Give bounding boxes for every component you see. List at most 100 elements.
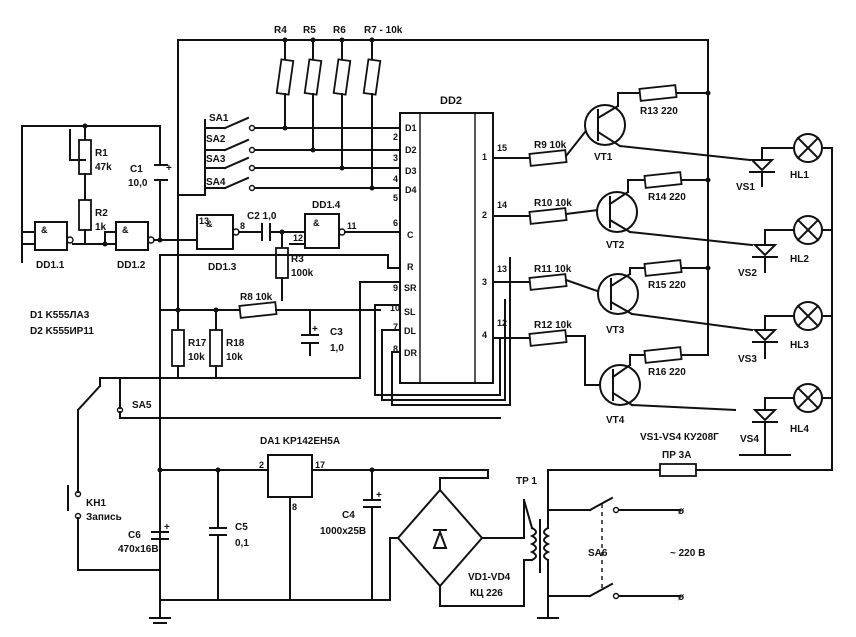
lamp-hl4: HL4 (790, 383, 823, 435)
label-sa5: SA5 (132, 400, 152, 411)
label-r1: R1 (95, 148, 108, 159)
thyristor-vs3: VS3 (738, 315, 778, 365)
label-vs3: VS3 (738, 354, 757, 365)
svg-text:+: + (164, 522, 170, 533)
resistor-r3 (275, 247, 289, 279)
pin-out1: 1 (482, 152, 487, 162)
svg-text:10: 10 (390, 303, 400, 313)
lamp-hl3: HL3 (790, 301, 823, 351)
pin-out2: 2 (482, 210, 487, 220)
pin-c: C (407, 230, 414, 240)
switch-sa2[interactable]: SA2 (204, 134, 401, 154)
note-d2: D2 K555ИP11 (30, 326, 94, 337)
resistor-r18 (209, 329, 223, 367)
button-kh1[interactable]: KH1 Запись (67, 479, 122, 571)
pin-d2: D2 (405, 145, 417, 155)
label-c3: C3 (330, 327, 343, 338)
input-switches: SA1 SA2 SA3 SA4 (177, 39, 401, 311)
label-r11: R11 10k (534, 264, 572, 275)
regulator-da1 (267, 454, 313, 498)
svg-text:&: & (313, 218, 320, 228)
svg-text:13: 13 (497, 264, 507, 274)
label-r5: R5 (303, 25, 316, 36)
label-c1: C1 (130, 164, 143, 175)
pin-dr: DR (404, 348, 417, 358)
label-r17: R17 (188, 338, 207, 349)
pin-d1: D1 (405, 123, 417, 133)
mains-terminal-top: ø (678, 506, 685, 517)
svg-text:17: 17 (315, 460, 325, 470)
label-dd1-4: DD1.4 (312, 200, 341, 211)
transformer-tp1: TP 1 (516, 476, 551, 573)
reset-network: R8 10k + C3 1,0 R17 10k R18 10k SA5 (76, 254, 511, 481)
resistor-r8 (238, 301, 278, 319)
label-vs-note: VS1-VS4 КУ208Г (640, 432, 719, 443)
label-dd1-3: DD1.3 (208, 262, 237, 273)
oscillator: + C1 10,0 R1 47k R2 1k & DD1.1 & DD1.2 (21, 123, 198, 271)
label-dd2: DD2 (440, 95, 462, 107)
label-r9: R9 10k (534, 140, 567, 151)
label-vt3: VT3 (606, 325, 625, 336)
resistor-r1 (78, 139, 92, 175)
pin-r: R (407, 262, 414, 272)
resistor-r15 (643, 259, 683, 277)
resistor-r16 (643, 346, 683, 364)
resistor-r6 (332, 58, 352, 96)
label-r18-value: 10k (226, 352, 243, 363)
label-c4: C4 (342, 510, 355, 521)
switch-sa1[interactable]: SA1 (204, 113, 401, 132)
svg-text:6: 6 (393, 218, 398, 228)
label-sa3: SA3 (206, 154, 226, 165)
svg-text:9: 9 (393, 283, 398, 293)
switch-sa4[interactable]: SA4 (204, 176, 401, 192)
pin-d4: D4 (405, 185, 417, 195)
label-vs4: VS4 (740, 434, 759, 445)
label-vs1: VS1 (736, 182, 755, 193)
label-r4: R4 (274, 25, 287, 36)
label-vd: VD1-VD4 (468, 572, 511, 583)
switch-sa5[interactable]: SA5 (76, 377, 152, 414)
pin-sl: SL (404, 307, 416, 317)
pin-out4: 4 (482, 330, 487, 340)
switch-sa6[interactable]: SA6 (588, 496, 620, 600)
resistor-r4 (275, 58, 295, 96)
label-sa4: SA4 (206, 177, 226, 188)
label-r18: R18 (226, 338, 245, 349)
svg-text:12: 12 (293, 233, 303, 243)
label-vt1: VT1 (594, 152, 613, 163)
label-dd1-1: DD1.1 (36, 260, 65, 271)
lamp-hl1: HL1 (790, 133, 823, 181)
transistor-vt3 (597, 273, 639, 315)
svg-text:&: & (41, 225, 48, 235)
label-r8: R8 10k (240, 292, 273, 303)
fuse-pr (659, 463, 697, 477)
label-r6: R6 (333, 25, 346, 36)
pin-sr: SR (404, 283, 417, 293)
pullup-resistor-bank: R4 R5 R6 R7 - 10k (177, 25, 709, 189)
svg-text:2: 2 (259, 460, 264, 470)
svg-text:8: 8 (292, 502, 297, 512)
label-c6-value: 470x16B (118, 544, 159, 555)
label-vs2: VS2 (738, 268, 757, 279)
resistor-r2 (78, 199, 92, 231)
svg-text:12: 12 (497, 318, 507, 328)
label-sa6: SA6 (588, 548, 608, 559)
label-r2: R2 (95, 208, 108, 219)
resistor-r9 (528, 149, 568, 167)
label-r16: R16 220 (648, 367, 686, 378)
label-vd-value: КЦ 226 (470, 588, 503, 599)
transistor-vt4 (599, 364, 641, 406)
label-r7: R7 - 10k (364, 25, 403, 36)
label-r10: R10 10k (534, 198, 572, 209)
transistor-vt2 (596, 191, 638, 233)
label-mains: ~ 220 B (670, 548, 705, 559)
label-c5-value: 0,1 (235, 538, 249, 549)
svg-text:8: 8 (393, 344, 398, 354)
svg-text:+: + (376, 490, 382, 501)
label-c1-value: 10,0 (128, 178, 148, 189)
switch-sa3[interactable]: SA3 (204, 154, 401, 172)
thyristor-vs4: VS4 (740, 397, 778, 446)
svg-text:11: 11 (347, 221, 357, 231)
svg-text:5: 5 (393, 193, 398, 203)
